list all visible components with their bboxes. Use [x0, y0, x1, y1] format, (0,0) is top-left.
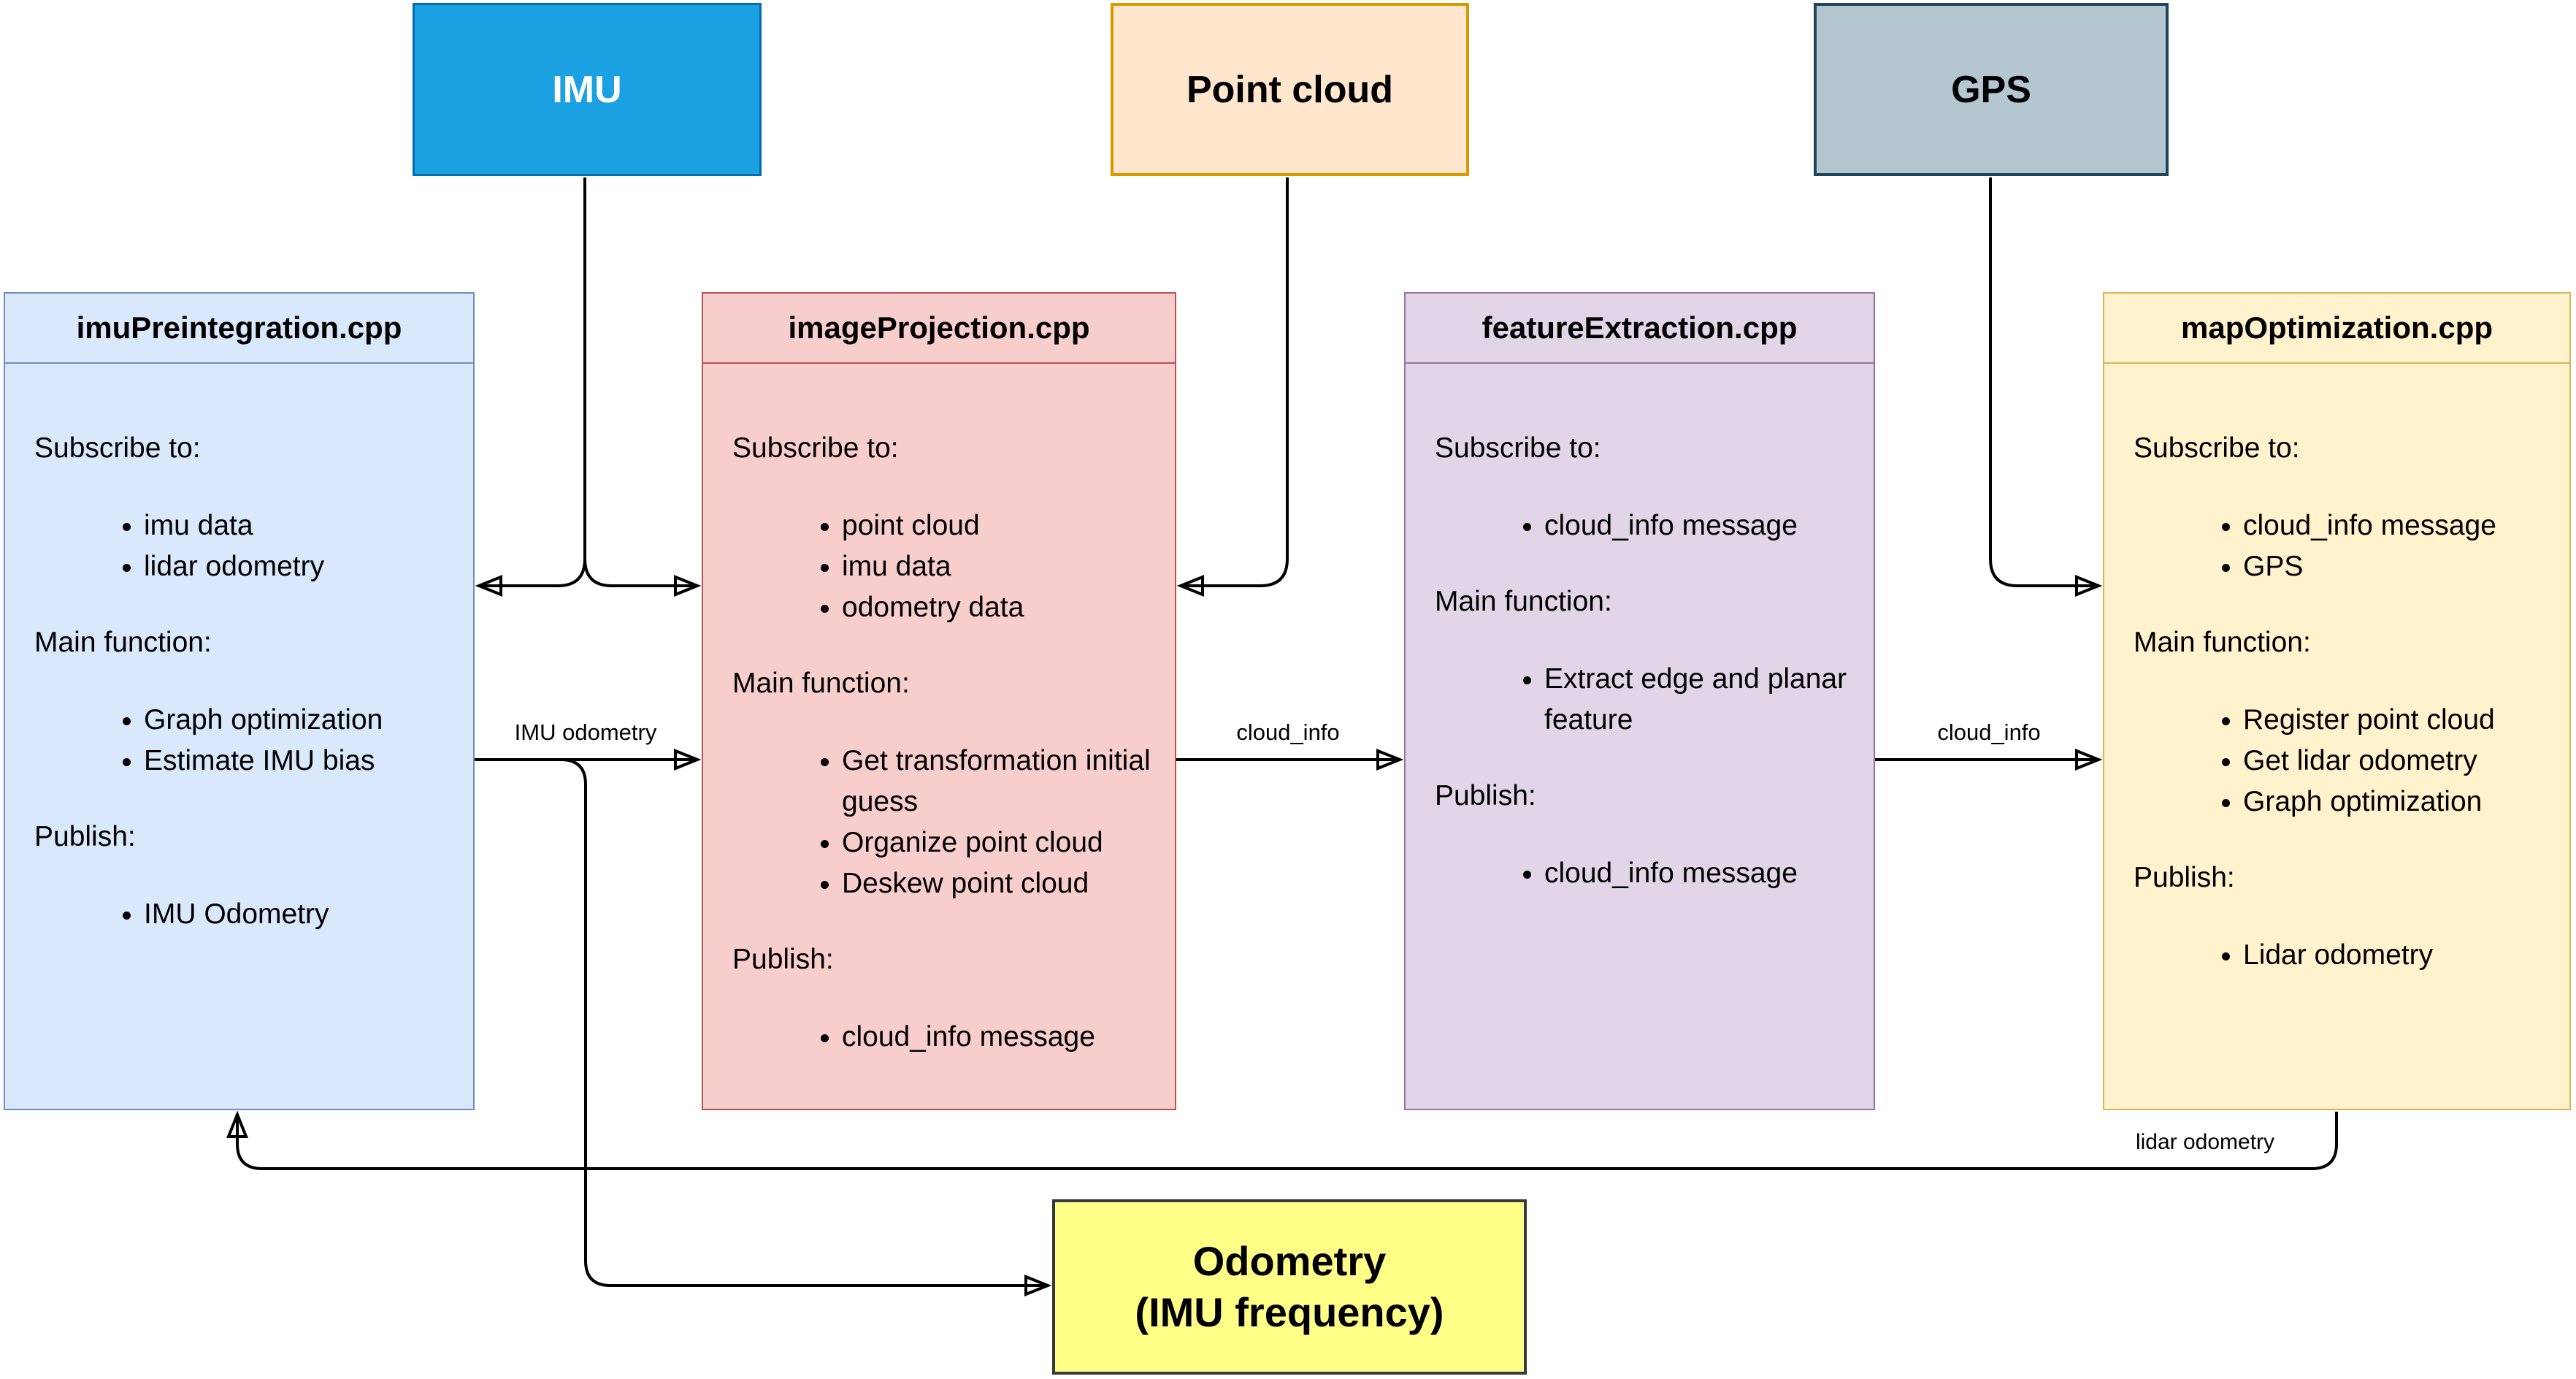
- section-header-main: Main function:: [34, 627, 212, 658]
- section-header-publish: Publish:: [2134, 862, 2235, 893]
- list-item: Get transformation initial guess: [842, 741, 1168, 822]
- section-header-subscribe: Subscribe to:: [2134, 432, 2300, 464]
- node-featureextraction: featureExtraction.cpp Subscribe to: clou…: [1404, 292, 1875, 1110]
- edge-imu-odometry-branch-to-sink: [560, 758, 1052, 1296]
- module-title: imuPreintegration.cpp: [5, 294, 473, 364]
- node-odometry-label-line2: (IMU frequency): [1135, 1289, 1444, 1335]
- section-header-publish: Publish:: [1435, 780, 1536, 811]
- section-header-publish: Publish:: [732, 944, 834, 975]
- main-function-list: Register point cloud Get lidar odometry …: [2134, 700, 2562, 822]
- edge-imu-to-imageprojection: [583, 558, 702, 597]
- list-item: imu data: [842, 546, 1168, 587]
- node-point-cloud: Point cloud: [1111, 3, 1469, 176]
- publish-list: Lidar odometry: [2134, 935, 2562, 976]
- node-gps: GPS: [1814, 3, 2169, 176]
- node-gps-label: GPS: [1951, 68, 2031, 111]
- list-item: Organize point cloud: [842, 822, 1168, 863]
- list-item: cloud_info message: [1544, 505, 1866, 546]
- list-item: Extract edge and planar feature: [1544, 659, 1866, 741]
- edge-label-imu-odometry: IMU odometry: [514, 719, 657, 745]
- list-item: lidar odometry: [144, 546, 466, 587]
- node-imageprojection: imageProjection.cpp Subscribe to: point …: [702, 292, 1176, 1110]
- publish-list: cloud_info message: [1435, 853, 1866, 894]
- publish-list: IMU Odometry: [34, 894, 466, 935]
- list-item: Register point cloud: [2243, 700, 2562, 741]
- section-header-main: Main function:: [2134, 627, 2311, 658]
- node-mapoptimization: mapOptimization.cpp Subscribe to: cloud_…: [2103, 292, 2571, 1110]
- edge-gps-to-mapoptimization: [1989, 177, 2103, 597]
- list-item: cloud_info message: [2243, 505, 2562, 546]
- edge-label-lidar-odometry: lidar odometry: [2135, 1130, 2275, 1154]
- list-item: Graph optimization: [144, 700, 466, 741]
- list-item: Deskew point cloud: [842, 863, 1168, 904]
- node-imupreintegration: imuPreintegration.cpp Subscribe to: imu …: [4, 292, 475, 1110]
- section-header-main: Main function:: [1435, 586, 1612, 617]
- section-header-main: Main function:: [732, 668, 910, 699]
- list-item: odometry data: [842, 587, 1168, 628]
- main-function-list: Graph optimization Estimate IMU bias: [34, 700, 466, 782]
- publish-list: cloud_info message: [732, 1017, 1168, 1058]
- list-item: Get lidar odometry: [2243, 741, 2562, 782]
- node-odometry-output: Odometry (IMU frequency): [1052, 1199, 1527, 1375]
- section-header-subscribe: Subscribe to:: [1435, 432, 1601, 464]
- node-odometry-label-line1: Odometry: [1192, 1238, 1387, 1284]
- subscribe-list: imu data lidar odometry: [34, 505, 466, 587]
- list-item: cloud_info message: [1544, 853, 1866, 894]
- main-function-list: Extract edge and planar feature: [1435, 659, 1866, 741]
- module-title: featureExtraction.cpp: [1406, 294, 1874, 364]
- subscribe-list: cloud_info message: [1435, 505, 1866, 546]
- module-body: Subscribe to: point cloud imu data odome…: [703, 364, 1175, 1058]
- list-item: cloud_info message: [842, 1017, 1168, 1058]
- section-header-publish: Publish:: [34, 821, 136, 852]
- module-body: Subscribe to: cloud_info message Main fu…: [1406, 364, 1874, 894]
- list-item: Estimate IMU bias: [144, 741, 466, 782]
- module-body: Subscribe to: cloud_info message GPS Mai…: [2104, 364, 2569, 976]
- list-item: IMU Odometry: [144, 894, 466, 935]
- module-body: Subscribe to: imu data lidar odometry Ma…: [5, 364, 473, 935]
- node-imu-label: IMU: [552, 68, 622, 111]
- module-title: mapOptimization.cpp: [2104, 294, 2569, 364]
- subscribe-list: point cloud imu data odometry data: [732, 505, 1168, 628]
- subscribe-list: cloud_info message GPS: [2134, 505, 2562, 587]
- edge-pointcloud-to-imageprojection: [1176, 177, 1289, 597]
- list-item: imu data: [144, 505, 466, 546]
- list-item: GPS: [2243, 546, 2562, 587]
- section-header-subscribe: Subscribe to:: [34, 432, 201, 464]
- node-imu: IMU: [413, 3, 762, 176]
- edge-lidar-odometry-feedback: [226, 1110, 2338, 1170]
- list-item: point cloud: [842, 505, 1168, 546]
- node-point-cloud-label: Point cloud: [1186, 68, 1394, 111]
- edge-imu-to-imupreintegration: [475, 558, 586, 597]
- module-title: imageProjection.cpp: [703, 294, 1175, 364]
- edge-label-cloud-info-1: cloud_info: [1236, 719, 1340, 745]
- list-item: Lidar odometry: [2243, 935, 2562, 976]
- list-item: Graph optimization: [2243, 782, 2562, 822]
- main-function-list: Get transformation initial guess Organiz…: [732, 741, 1168, 904]
- edge-label-cloud-info-2: cloud_info: [1937, 719, 2041, 745]
- section-header-subscribe: Subscribe to:: [732, 432, 899, 464]
